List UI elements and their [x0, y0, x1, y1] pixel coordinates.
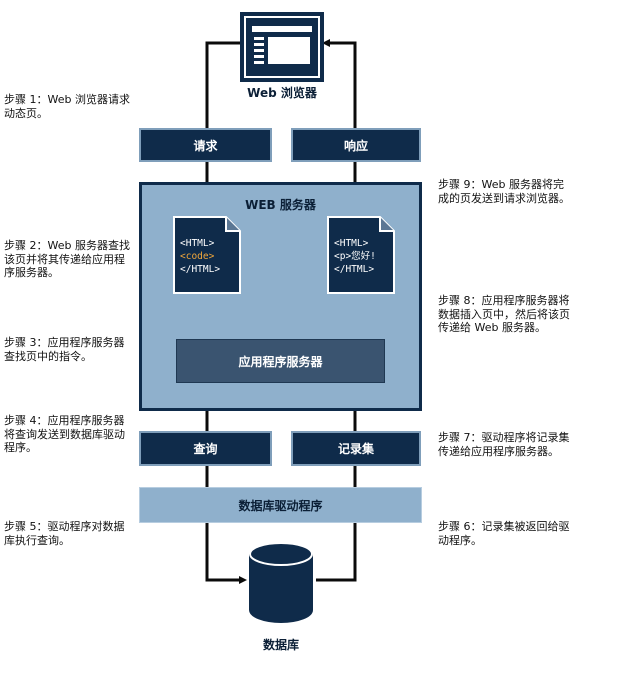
doc-left-line-1: <HTML>: [180, 238, 215, 249]
step-6-note: 步骤 6：记录集被返回给驱动程序。: [438, 520, 570, 547]
doc-right-line-1: <HTML>: [334, 238, 369, 249]
query-box: 查询: [139, 431, 272, 466]
db-to-recordset-line: [316, 523, 357, 582]
application-server-box: 应用程序服务器: [176, 339, 385, 383]
step-3-note: 步骤 3：应用程序服务器查找页中的指令。: [4, 336, 125, 363]
web-server-title: WEB 服务器: [245, 198, 316, 212]
recordset-box: 记录集: [291, 431, 421, 466]
step-8-note: 步骤 8：应用程序服务器将数据插入页中，然后将该页传递给 Web 服务器。: [438, 294, 570, 334]
step-4-note: 步骤 4：应用程序服务器将查询发送到数据库驱动程序。: [4, 414, 125, 454]
request-line-top: [205, 41, 243, 128]
browser-icon: [240, 12, 324, 82]
database-driver-box: 数据库驱动程序: [139, 487, 422, 523]
query-to-db-arrow: [205, 523, 247, 584]
html-code-document-icon: [173, 216, 241, 294]
step-9-note: 步骤 9：Web 服务器将完成的页发送到请求浏览器。: [438, 178, 570, 205]
request-box: 请求: [139, 128, 272, 162]
response-box: 响应: [291, 128, 421, 162]
step-1-note: 步骤 1：Web 浏览器请求动态页。: [4, 93, 130, 120]
doc-left-line-2: <code>: [180, 251, 215, 262]
database-icon: [249, 542, 313, 623]
step-7-note: 步骤 7：驱动程序将记录集传递给应用程序服务器。: [438, 431, 570, 458]
doc-right-line-3: </HTML>: [334, 264, 375, 275]
step-5-note: 步骤 5：驱动程序对数据库执行查询。: [4, 520, 125, 547]
step-2-note: 步骤 2：Web 服务器查找该页并将其传递给应用程序服务器。: [4, 239, 130, 279]
html-result-document-icon: [327, 216, 395, 294]
browser-label: Web 浏览器: [247, 86, 317, 100]
doc-right-line-2: <p>您好!: [334, 251, 376, 262]
doc-left-line-3: </HTML>: [180, 264, 221, 275]
response-line-top: [322, 39, 357, 128]
database-label: 数据库: [262, 638, 299, 652]
